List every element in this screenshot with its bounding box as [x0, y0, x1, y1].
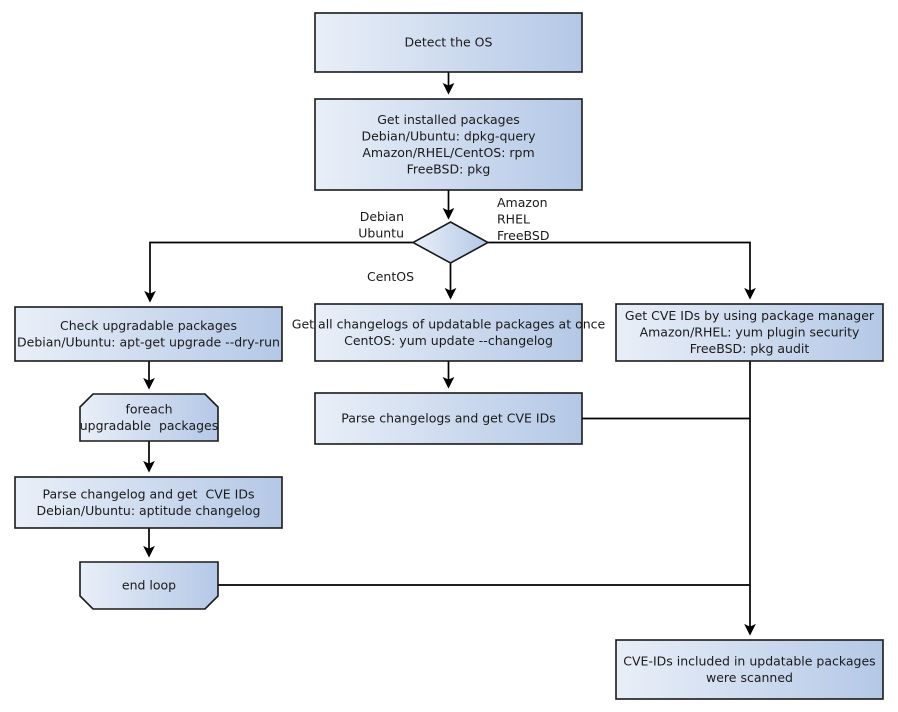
- node-shape-rect: [14, 476, 283, 529]
- node-os-decision: [411, 221, 490, 264]
- node-parse-changelogs-center: Parse changelogs and get CVE IDs: [314, 392, 583, 445]
- node-label-parse-changelogs-center: Parse changelogs and get CVE IDs: [341, 410, 555, 425]
- node-end-loop: end loop: [79, 561, 219, 610]
- node-shape-rect: [314, 12, 583, 73]
- node-get-all-changelogs: Get all changelogs of updatable packages…: [292, 303, 606, 362]
- node-shape-loop-end: [79, 561, 219, 610]
- node-detect-os: Detect the OS: [314, 12, 583, 73]
- edge-decision-to-amazon: [488, 241, 756, 300]
- edge-label-label-centos: CentOS: [367, 269, 414, 284]
- node-shape-rect: [314, 98, 583, 191]
- node-label-end-loop: end loop: [122, 577, 176, 592]
- node-label-get-all-changelogs: Get all changelogs of updatable packages…: [292, 316, 606, 348]
- node-shape-diamond: [411, 221, 490, 264]
- node-label-detect-os: Detect the OS: [405, 34, 493, 49]
- node-shape-rect: [314, 392, 583, 445]
- edges-layer: [143, 72, 756, 636]
- node-shape-rect: [615, 639, 884, 700]
- node-shape-loop-start: [79, 393, 219, 442]
- node-shape-rect: [615, 303, 884, 362]
- node-shape-rect: [14, 306, 283, 362]
- node-shape-rect: [314, 303, 583, 362]
- edge-decision-to-debian: [144, 241, 413, 303]
